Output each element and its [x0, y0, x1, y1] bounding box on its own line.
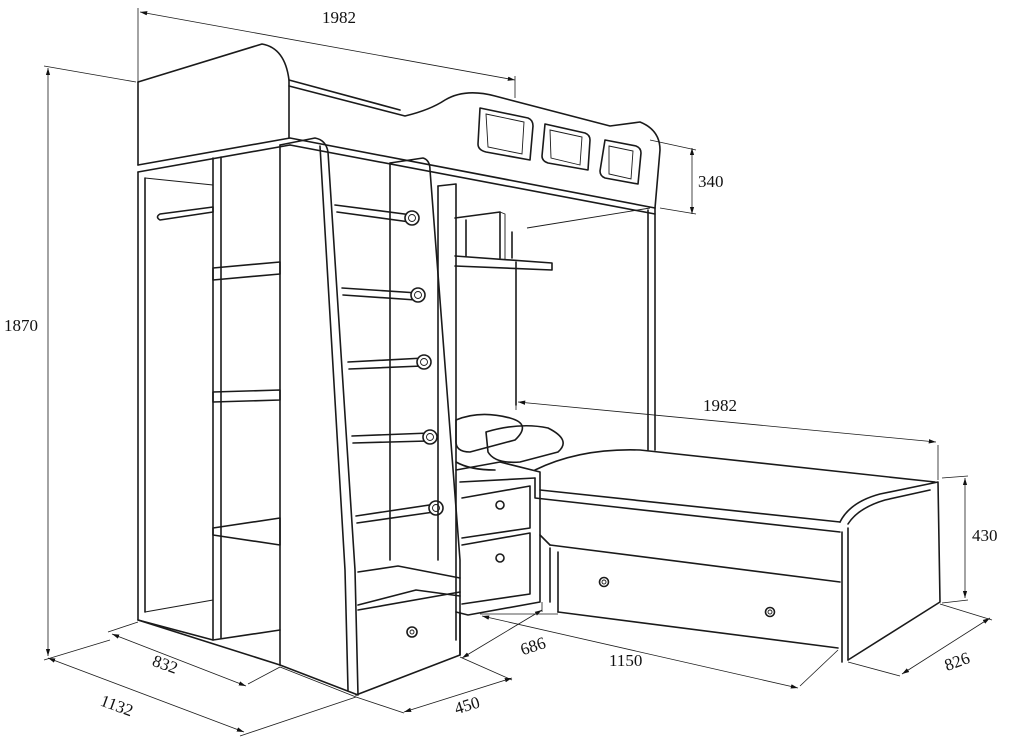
dimension-lines — [43, 8, 993, 737]
upper-bunk — [137, 43, 661, 451]
dim-bed-height: 430 — [972, 526, 998, 545]
dim-stair-width: 450 — [452, 693, 482, 719]
lower-bed — [455, 413, 941, 663]
dim-bed-width: 826 — [942, 648, 972, 675]
dim-base-length: 1132 — [98, 691, 136, 720]
dim-wardrobe-depth: 832 — [150, 651, 180, 678]
wardrobe — [137, 144, 281, 666]
dim-top-rail: 340 — [698, 172, 724, 191]
dim-bed-length: 1982 — [703, 396, 737, 415]
chest-of-drawers — [455, 461, 541, 656]
shelf-unit — [437, 183, 651, 641]
dim-drawer-length: 1150 — [609, 651, 642, 670]
stair-ladder — [279, 137, 461, 696]
dim-top-length: 1982 — [322, 8, 356, 27]
dim-chest-width: 686 — [518, 633, 548, 659]
dim-total-height: 1870 — [4, 316, 38, 335]
